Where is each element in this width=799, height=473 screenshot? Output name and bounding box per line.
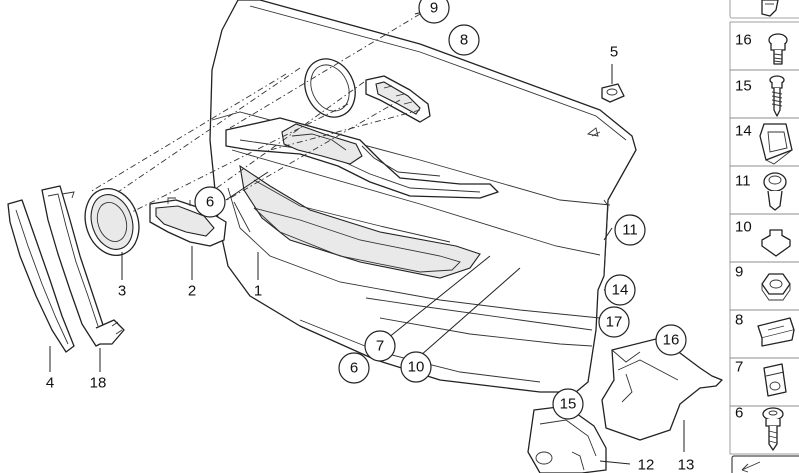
expanding-rivet-icon bbox=[763, 172, 787, 211]
svg-text:8: 8 bbox=[460, 32, 468, 49]
callout-15: 15 bbox=[552, 388, 584, 420]
callout-6-lower: 6 bbox=[338, 352, 370, 384]
callout-16: 16 bbox=[655, 324, 687, 356]
rail-label-7: 7 bbox=[735, 359, 743, 376]
rail-label-10: 10 bbox=[735, 219, 752, 236]
label-5: 5 bbox=[610, 44, 618, 61]
rail-row-6: 6 bbox=[729, 405, 799, 455]
reference-arrow-box bbox=[731, 455, 799, 473]
rail-row-7: 7 bbox=[729, 357, 799, 407]
rail-row-14: 14 bbox=[729, 117, 799, 167]
rail-row-15: 15 bbox=[729, 69, 799, 119]
svg-text:9: 9 bbox=[430, 0, 438, 17]
clip-icon bbox=[759, 123, 793, 165]
svg-text:15: 15 bbox=[560, 396, 577, 413]
svg-text:14: 14 bbox=[612, 282, 629, 299]
grab-handle-cover bbox=[7, 199, 75, 353]
screw-icon bbox=[769, 75, 785, 117]
screw-icon bbox=[762, 407, 784, 451]
svg-text:6: 6 bbox=[350, 360, 358, 377]
small-clip bbox=[601, 83, 625, 103]
rail-row-8: 8 bbox=[729, 309, 799, 359]
callout-10: 10 bbox=[400, 351, 432, 383]
rail-row-9: 9 bbox=[729, 261, 799, 311]
rail-row-16: 16 bbox=[729, 21, 799, 71]
label-12: 12 bbox=[638, 457, 655, 473]
support-bracket bbox=[601, 337, 723, 441]
rail-label-14: 14 bbox=[735, 123, 752, 140]
panel-speaker-ring bbox=[304, 58, 356, 118]
rail-label-15: 15 bbox=[735, 78, 752, 95]
label-4: 4 bbox=[46, 375, 54, 392]
label-13: 13 bbox=[678, 457, 695, 473]
rail-label-16: 16 bbox=[735, 32, 752, 49]
callout-7: 7 bbox=[364, 330, 396, 362]
svg-text:10: 10 bbox=[408, 359, 425, 376]
callout-9: 9 bbox=[418, 0, 450, 24]
hex-nut-icon bbox=[761, 273, 791, 301]
handle-recess bbox=[281, 123, 363, 165]
speaker-grille bbox=[84, 188, 140, 256]
map-pocket bbox=[253, 207, 461, 273]
spring-clip-icon bbox=[757, 317, 795, 347]
label-1: 1 bbox=[254, 283, 262, 300]
rail-label-8: 8 bbox=[735, 312, 743, 329]
rail-row-10: 10 bbox=[729, 213, 799, 263]
svg-text:16: 16 bbox=[663, 332, 680, 349]
rail-label-9: 9 bbox=[735, 264, 743, 281]
rail-label-6: 6 bbox=[735, 405, 743, 422]
screw-icon bbox=[768, 33, 788, 65]
grab-handle bbox=[41, 185, 125, 347]
svg-text:11: 11 bbox=[622, 222, 638, 239]
lower-bracket bbox=[527, 405, 607, 473]
assembly-lines bbox=[89, 13, 421, 213]
callout-6-upper: 6 bbox=[194, 186, 226, 218]
square-nut-icon bbox=[761, 229, 791, 257]
parts-rail: 16 15 14 bbox=[729, 0, 799, 473]
callout-8: 8 bbox=[448, 24, 480, 56]
svg-text:7: 7 bbox=[376, 338, 384, 355]
rail-label-11: 11 bbox=[735, 173, 751, 190]
label-18: 18 bbox=[90, 375, 107, 392]
callout-14: 14 bbox=[604, 274, 636, 306]
svg-text:6: 6 bbox=[206, 194, 214, 211]
svg-text:17: 17 bbox=[606, 314, 623, 331]
clip-nut-icon bbox=[763, 363, 787, 397]
callout-17: 17 bbox=[598, 306, 630, 338]
label-3: 3 bbox=[118, 283, 126, 300]
rail-row-11: 11 bbox=[729, 165, 799, 215]
switch-bezel bbox=[365, 75, 431, 123]
label-2: 2 bbox=[188, 283, 196, 300]
callout-11: 11 bbox=[614, 214, 646, 246]
top-clip-icon bbox=[761, 0, 779, 17]
